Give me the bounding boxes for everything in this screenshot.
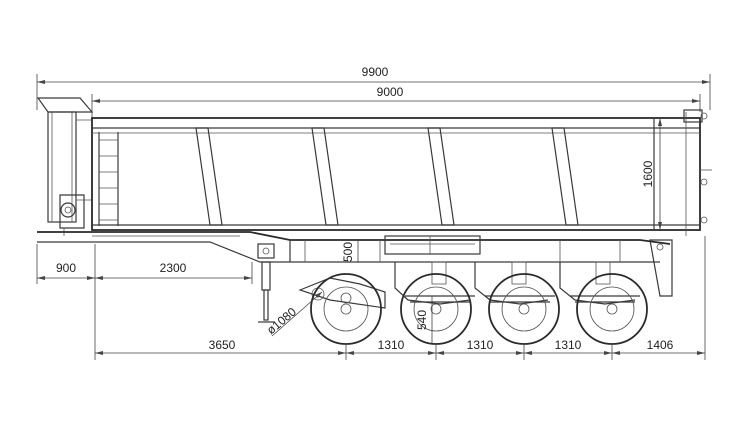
dim-suspension-height: 540 xyxy=(415,296,433,344)
axle-2-wheel xyxy=(400,273,472,345)
dim-overall-length: 9900 xyxy=(36,65,711,110)
dim-frame-height: 500 xyxy=(341,240,359,262)
frame-height-label: 500 xyxy=(341,242,355,262)
dim-body-height: 1600 xyxy=(641,118,662,230)
axle-3-wheel xyxy=(488,273,560,345)
front-ladder xyxy=(98,132,119,226)
dim-bottom-row: 3650 1310 1310 1310 1406 xyxy=(94,236,706,360)
axle-spacing-1-label: 1310 xyxy=(378,338,405,352)
front-headboard xyxy=(36,97,94,236)
body-height-label: 1600 xyxy=(641,160,655,187)
axle-1-wheel xyxy=(310,273,382,345)
axle-spacing-3-label: 1310 xyxy=(555,338,582,352)
axle-spacing-2-label: 1310 xyxy=(467,338,494,352)
rear-overhang-label: 1406 xyxy=(647,338,674,352)
kingpin-to-axle-label: 3650 xyxy=(209,338,236,352)
body-length-label: 9000 xyxy=(377,85,404,99)
suspension-height-label: 540 xyxy=(415,310,429,330)
front-overhang-label: 900 xyxy=(56,261,76,275)
kingpin-to-leg-label: 2300 xyxy=(160,261,187,275)
dump-body xyxy=(91,109,712,236)
dim-body-length: 9000 xyxy=(91,85,701,118)
dim-front-row: 900 2300 xyxy=(36,244,253,284)
tire-diameter-label: ø1080 xyxy=(264,304,299,337)
overall-length-label: 9900 xyxy=(362,65,389,79)
landing-leg xyxy=(258,261,274,323)
chassis-frame xyxy=(37,231,673,297)
axle-4-wheel xyxy=(576,273,648,345)
